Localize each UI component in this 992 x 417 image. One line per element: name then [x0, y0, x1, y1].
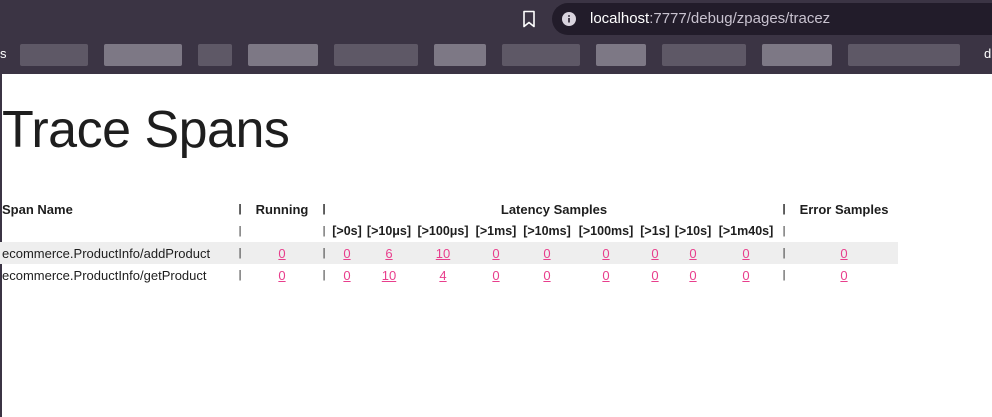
latency-sample-link[interactable]: 0 [742, 267, 750, 283]
latency-sample-link[interactable]: 0 [343, 245, 351, 261]
empty-cell [246, 220, 318, 242]
bookmark-item-blurred[interactable] [596, 44, 646, 66]
error-sample-link[interactable]: 0 [840, 245, 848, 261]
bookmark-item-blurred[interactable] [502, 44, 580, 66]
latency-bucket-label: [>10μs] [366, 224, 412, 238]
page-title: Trace Spans [2, 101, 290, 159]
latency-sample-link[interactable]: 0 [689, 267, 697, 283]
column-separator: | [322, 203, 326, 215]
table-row: ecommerce.ProductInfo/getProduct | 0 | 0… [0, 264, 898, 286]
running-count-link[interactable]: 0 [278, 245, 286, 261]
latency-bucket-header-row: | | [>0s] [>10μs] [>100μs] [>1ms] [>10ms… [0, 220, 898, 242]
column-separator: | [322, 269, 326, 281]
latency-sample-link[interactable]: 0 [602, 245, 610, 261]
column-separator: | [238, 203, 242, 215]
column-separator: | [782, 225, 786, 237]
latency-sample-link[interactable]: 0 [651, 267, 659, 283]
bookmark-icon[interactable] [521, 10, 537, 28]
latency-bucket-label: [>1ms] [475, 224, 517, 238]
running-count-link[interactable]: 0 [278, 267, 286, 283]
column-separator: | [782, 203, 786, 215]
column-separator: | [318, 242, 330, 264]
address-bar[interactable]: localhost:7777/debug/zpages/tracez [552, 3, 992, 35]
bookmark-item-blurred[interactable] [662, 44, 746, 66]
latency-bucket-label: [>0s] [332, 224, 362, 238]
bookmark-item-blurred[interactable] [848, 44, 960, 66]
latency-sample-link[interactable]: 0 [543, 267, 551, 283]
site-info-icon[interactable] [562, 12, 576, 26]
empty-cell [790, 220, 898, 242]
latency-sample-link[interactable]: 0 [543, 245, 551, 261]
column-separator: | [234, 242, 246, 264]
bookmark-item-blurred[interactable] [434, 44, 486, 66]
latency-bucket-label: [>100μs] [417, 224, 469, 238]
latency-sample-link[interactable]: 0 [492, 267, 500, 283]
latency-sample-link[interactable]: 0 [742, 245, 750, 261]
bookmark-item-blurred[interactable] [104, 44, 182, 66]
url-path: :7777/debug/zpages/tracez [649, 10, 831, 27]
bookmark-fragment-left[interactable]: s [0, 46, 7, 61]
empty-cell [0, 220, 234, 242]
bookmarks-bar: s d [0, 38, 992, 74]
latency-bucket-label: [>10s] [674, 224, 712, 238]
bookmark-item-blurred[interactable] [248, 44, 318, 66]
bookmark-item-blurred[interactable] [762, 44, 832, 66]
latency-sample-link[interactable]: 0 [689, 245, 697, 261]
latency-sample-link[interactable]: 4 [439, 267, 447, 283]
latency-sample-link[interactable]: 0 [492, 245, 500, 261]
column-separator: | [778, 242, 790, 264]
latency-bucket-label: [>1s] [640, 224, 670, 238]
span-name: ecommerce.ProductInfo/addProduct [0, 242, 234, 264]
latency-sample-link[interactable]: 0 [343, 267, 351, 283]
url-host: localhost [590, 10, 650, 27]
trace-spans-table: Span Name | Running | Latency Samples | … [0, 198, 898, 286]
browser-chrome: localhost:7777/debug/zpages/tracez s d [0, 0, 992, 74]
url-text[interactable]: localhost:7777/debug/zpages/tracez [590, 3, 830, 35]
column-separator: | [238, 225, 242, 237]
latency-sample-link[interactable]: 6 [385, 245, 393, 261]
column-separator: | [322, 225, 326, 237]
latency-sample-link[interactable]: 0 [602, 267, 610, 283]
latency-sample-link[interactable]: 0 [651, 245, 659, 261]
latency-sample-link[interactable]: 10 [435, 245, 451, 261]
column-separator: | [238, 269, 242, 281]
latency-bucket-label: [>1m40s] [718, 224, 774, 238]
col-header-running: Running [255, 201, 309, 217]
latency-bucket-label: [>10ms] [523, 224, 571, 238]
col-header-error-samples: Error Samples [799, 201, 889, 217]
latency-sample-link[interactable]: 10 [381, 267, 397, 283]
table-header-row: Span Name | Running | Latency Samples | … [0, 198, 898, 220]
bookmark-item-blurred[interactable] [20, 44, 88, 66]
span-name: ecommerce.ProductInfo/getProduct [2, 267, 207, 283]
column-separator: | [782, 269, 786, 281]
col-header-latency-samples: Latency Samples [500, 201, 608, 217]
latency-bucket-label: [>100ms] [578, 224, 634, 238]
browser-toolbar: localhost:7777/debug/zpages/tracez [0, 0, 992, 38]
bookmark-fragment-right[interactable]: d [984, 46, 992, 61]
error-sample-link[interactable]: 0 [840, 267, 848, 283]
table-row: ecommerce.ProductInfo/addProduct | 0 | 0… [0, 242, 898, 264]
bookmark-item-blurred[interactable] [334, 44, 418, 66]
bookmark-item-blurred[interactable] [198, 44, 232, 66]
col-header-span-name: Span Name [2, 201, 73, 217]
